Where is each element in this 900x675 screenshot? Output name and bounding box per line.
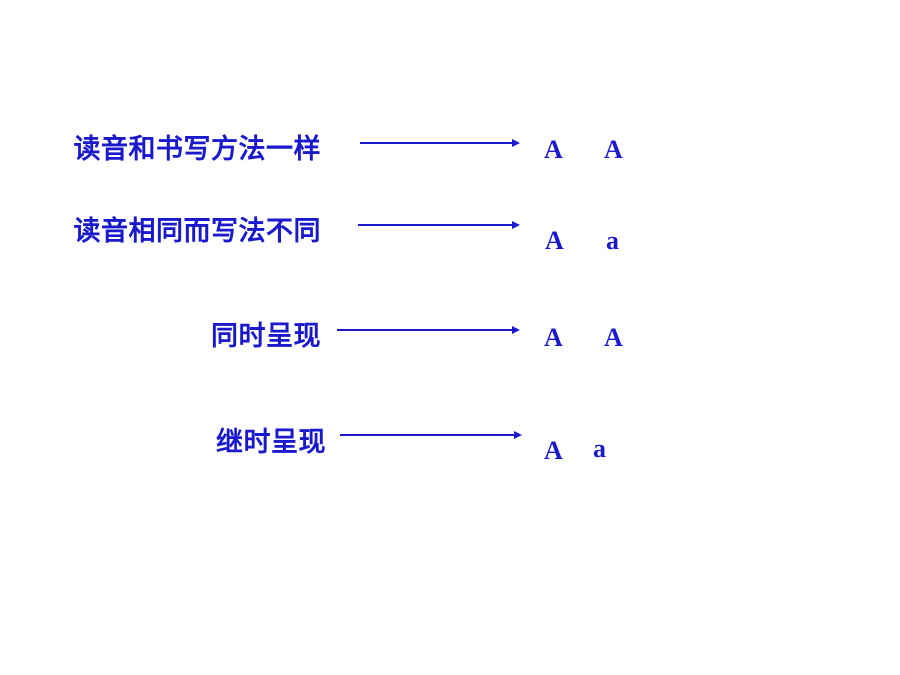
row-4-left-letter: A [544, 436, 563, 465]
row-3-arrow [337, 326, 520, 334]
row-2-left-letter: A [545, 226, 564, 255]
row-1-arrow [360, 139, 520, 147]
row-3-label: 同时呈现 [211, 321, 321, 352]
arrow-head-icon [512, 139, 520, 147]
row-2-right-letter: a [606, 226, 619, 255]
row-1-label: 读音和书写方法一样 [73, 134, 321, 165]
row-3-right-letter: A [604, 323, 623, 352]
row-4-label: 继时呈现 [216, 427, 326, 458]
row-4-arrow [340, 431, 522, 439]
arrow-head-icon [514, 431, 522, 439]
row-4-right-letter: a [593, 434, 606, 463]
row-3-left-letter: A [544, 323, 563, 352]
arrow-head-icon [512, 326, 520, 334]
row-1-left-letter: A [544, 135, 563, 164]
row-2-arrow [358, 221, 520, 229]
row-1-right-letter: A [604, 135, 623, 164]
row-2-label: 读音相同而写法不同 [73, 216, 321, 247]
arrow-head-icon [512, 221, 520, 229]
